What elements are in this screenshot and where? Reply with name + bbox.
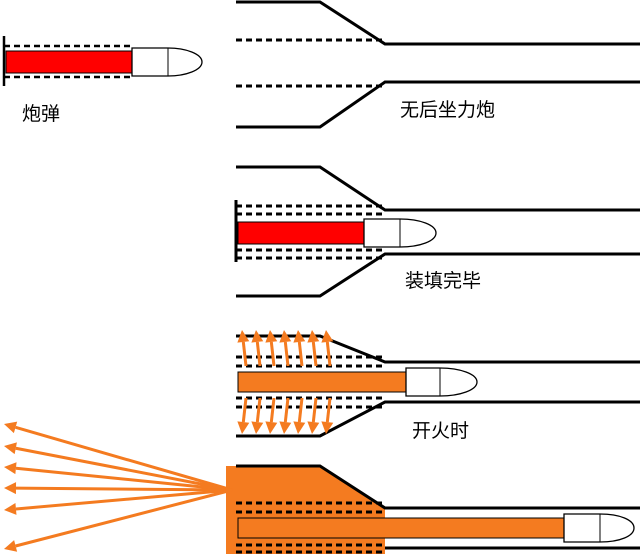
backblast-arrows: [4, 421, 233, 552]
gas-arrow-down-head: [251, 421, 264, 434]
gas-arrow-down-head: [279, 421, 292, 434]
backblast-arrow-head: [4, 502, 17, 515]
backblast-arrow-head: [4, 442, 17, 455]
backblast-arrow-shaft: [15, 425, 233, 492]
backblast-gas-cloud: [226, 466, 385, 554]
gas-arrow-down-shaft: [283, 397, 290, 423]
gas-arrow-down-shaft: [241, 397, 248, 423]
gas-arrow-up-shaft: [255, 341, 262, 367]
shell-propellant-case: [5, 50, 133, 74]
standalone-shell: [2, 36, 203, 86]
gas-arrow-down-head: [321, 421, 334, 434]
gas-arrow-down-shaft: [325, 397, 332, 423]
recoilless-gun-label: 无后坐力炮: [400, 99, 495, 121]
gun-barrel-panel-1: [236, 0, 640, 129]
gas-arrow-down-shaft: [255, 397, 262, 423]
gun-barrel-panel-2: [234, 165, 640, 298]
firing-propellant-stream: [237, 371, 407, 393]
firing-projectile: [405, 367, 478, 397]
gas-arrow-up-head: [251, 330, 264, 343]
shell-projectile: [131, 47, 203, 77]
gas-arrow-down-shaft: [269, 397, 276, 423]
gas-arrow-down-head: [307, 421, 320, 434]
gas-arrow-up-head: [321, 330, 334, 343]
firing-shell: [237, 367, 478, 397]
backblast-arrow-shaft: [15, 446, 233, 492]
gun-barrel-panel-3: [236, 334, 640, 438]
gas-arrow-up-shaft: [269, 341, 276, 367]
loaded-label: 装填完毕: [405, 270, 481, 292]
gas-arrow-down-head: [237, 421, 250, 434]
propellant-gas-arrows: [237, 330, 334, 434]
loaded-propellant-case: [237, 221, 365, 245]
exiting-shell: [237, 513, 635, 543]
gas-arrow-up-head: [265, 330, 278, 343]
gas-arrow-up-head: [237, 330, 250, 343]
backblast-arrow-shaft: [15, 486, 233, 492]
exiting-propellant-stream: [237, 517, 565, 539]
exiting-projectile: [563, 513, 635, 543]
backblast-arrow-head: [4, 482, 17, 495]
backblast-arrow-head: [4, 421, 18, 434]
gas-arrow-up-shaft: [241, 341, 248, 367]
shell-label: 炮弹: [22, 103, 60, 125]
gas-arrow-down-head: [293, 421, 306, 434]
backblast-arrow-head: [4, 540, 18, 552]
gas-arrow-down-head: [265, 421, 278, 434]
gas-arrow-up-shaft: [311, 341, 318, 367]
backblast-arrow-head: [4, 462, 17, 475]
loaded-shell: [237, 218, 437, 248]
gas-arrow-up-shaft: [297, 341, 304, 367]
gas-arrow-up-head: [307, 330, 320, 343]
backblast-arrow-shaft: [15, 488, 233, 511]
gas-arrow-down-shaft: [311, 397, 318, 423]
gas-arrow-up-head: [293, 330, 306, 343]
firing-label: 开火时: [412, 420, 469, 442]
gas-arrow-down-shaft: [297, 397, 304, 423]
gas-arrow-up-shaft: [283, 341, 290, 367]
backblast-arrow-shaft: [15, 466, 233, 492]
gas-arrow-up-shaft: [325, 341, 332, 367]
backblast-arrow-shaft: [15, 488, 233, 548]
gas-arrow-up-head: [279, 330, 292, 343]
